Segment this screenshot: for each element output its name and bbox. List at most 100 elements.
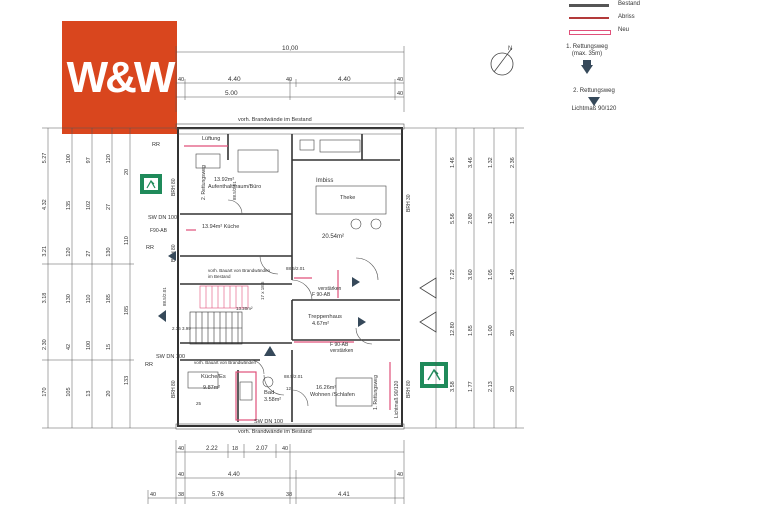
escape-route-2-label: 2. Rettungsweg xyxy=(201,165,207,200)
room-kitchen-dining-area: 9.87m² xyxy=(203,385,220,391)
dim-total-width: 10,00 xyxy=(282,45,299,52)
dimension-label: 27 xyxy=(106,204,112,210)
dim-bottom-a2: 2.07 xyxy=(256,446,268,452)
escape-route-2-legend: 2. Rettungsweg Lichtmaß 90/120 xyxy=(566,88,622,113)
dim-bottom-b1: 40 xyxy=(178,446,184,452)
dimension-label: 12.80 xyxy=(450,322,456,336)
dimension-label: 5.27 xyxy=(42,153,48,164)
emergency-exit-sign-icon xyxy=(140,174,162,194)
dimension-label: 97 xyxy=(86,157,92,163)
north-label: N xyxy=(508,46,512,52)
dim-top-1: 4.40 xyxy=(228,76,241,83)
room-stairwell-area: 4.67m² xyxy=(312,321,329,327)
legend: Bestand Abriss Neu 1. Rettungsweg (max. … xyxy=(566,0,766,120)
label-verstaerken-2: verstärken xyxy=(330,348,354,354)
counter-theke: Theke xyxy=(340,195,355,201)
dimension-label: 120 xyxy=(66,247,72,256)
room-living-area: 16.26m² xyxy=(316,385,336,391)
legend-label: Bestand xyxy=(618,1,641,7)
dim-bottom-b4: 40 xyxy=(397,472,403,478)
clear-width-label: Lichtmaß 90/120 xyxy=(394,381,400,418)
dim-top-e4: 40 xyxy=(397,91,403,97)
dimension-label: 1.00 xyxy=(488,325,494,336)
dimension-label: 4.32 xyxy=(42,199,48,210)
escape-route-1-note: (max. 35m) xyxy=(571,51,603,57)
label-brh-3: BRH 80 xyxy=(171,380,177,398)
dim-bottom-b6: 38 xyxy=(178,492,184,498)
label-f90-2: F 90-AB xyxy=(312,292,331,298)
dim-bottom-a5: 5.76 xyxy=(212,492,224,498)
label-f90-1: F90-AB xyxy=(150,228,168,234)
dimension-label: 2.36 xyxy=(510,157,516,168)
escape-arrows xyxy=(158,251,366,356)
label-sw-1: SW DN 100 xyxy=(148,215,177,221)
label-construction-3: vorh. Bauart von Brandwänden xyxy=(194,360,257,365)
dimension-label: 130 xyxy=(106,247,112,256)
dim-small-25: 25 xyxy=(196,401,202,406)
arrow-stem-icon xyxy=(583,60,591,65)
label-rr-2: RR xyxy=(146,245,154,251)
dim-bottom-b3: 40 xyxy=(178,472,184,478)
legend-label: Neu xyxy=(618,27,630,33)
dim-bottom-b8: 18 xyxy=(232,446,238,452)
firewall-top-label: vorh. Brandwände im Bestand xyxy=(238,117,312,123)
dimension-label: 20 xyxy=(106,391,112,397)
right-dimensions: 1.465.567.2212.803.583.462.803.601.851.7… xyxy=(450,157,516,392)
room-imbiss: Imbiss xyxy=(316,178,333,184)
dimension-label: 100 xyxy=(66,154,72,163)
room-kitchen-dining: Küche/Es xyxy=(201,374,226,380)
dimension-label: 3.21 xyxy=(42,246,48,257)
dim-bottom-a3: 4.40 xyxy=(228,472,240,478)
company-logo: W&W xyxy=(62,21,177,134)
dimension-label: 7.22 xyxy=(450,269,456,280)
room-lueftung: Lüftung xyxy=(202,136,220,142)
dimension-label: 102 xyxy=(86,201,92,210)
label-brh-5: BRH 80 xyxy=(406,380,412,398)
label-verstaerken-1: verstärken xyxy=(318,286,342,292)
dimension-label: 3.60 xyxy=(468,269,474,280)
dimension-label: 133 xyxy=(124,376,130,385)
escape-route-1-legend: 1. Rettungsweg (max. 35m) xyxy=(566,44,608,74)
label-sw-3: SW DN 100 xyxy=(254,419,283,425)
dimension-label: 5.56 xyxy=(450,213,456,224)
stair-area: 13.20m² xyxy=(236,306,253,311)
room-stairwell: Treppenhaus xyxy=(308,314,342,320)
legend-item-abriss: Abriss xyxy=(566,13,766,23)
label-construction-2: im Bestand xyxy=(208,274,231,279)
dim-bottom-a4: 4.41 xyxy=(338,492,350,498)
dimension-label: 2.80 xyxy=(468,213,474,224)
dimension-label: 2.30 xyxy=(42,339,48,350)
door-label-3: 88.5/2.01 xyxy=(232,181,237,200)
escape-route-1-label: 1. Rettungsweg xyxy=(373,375,379,410)
dimension-label: 3.58 xyxy=(450,381,456,392)
logo-text: W&W xyxy=(66,52,176,102)
dimension-label: 1.50 xyxy=(510,213,516,224)
label-sw-2: SW DN 100 xyxy=(156,354,185,360)
dimension-label: 3.46 xyxy=(468,157,474,168)
dimension-label: 20 xyxy=(510,330,516,336)
dimension-label: 27 xyxy=(86,251,92,257)
legend-swatch xyxy=(569,17,609,19)
dim-top-e2: 40 xyxy=(286,77,292,83)
dimension-label: 185 xyxy=(124,306,130,315)
dimension-label: 1.46 xyxy=(450,157,456,168)
dim-top-3: 5.00 xyxy=(225,90,238,97)
legend-item-bestand: Bestand xyxy=(566,0,766,10)
stair-steps: 17 x 18.5 xyxy=(260,281,265,300)
label-f90-3: F 90-AB xyxy=(330,342,349,348)
room-bath: Bad xyxy=(264,390,274,396)
room-office-name: Aufenthaltsraum/Büro xyxy=(208,184,261,190)
dimension-label: 110 xyxy=(86,295,92,304)
dim-top-e1: 40 xyxy=(178,77,184,83)
left-dimensions: 5.274.323.213.182.3017010013512013042105… xyxy=(42,153,130,397)
door-label-2: 88.5/2.01 xyxy=(284,374,303,379)
dimension-label: 185 xyxy=(106,294,112,303)
room-living-name: Wohnen /Schlafen xyxy=(310,392,355,398)
legend-label: Abriss xyxy=(618,14,635,20)
north-arrow-icon: N xyxy=(490,46,514,76)
dimension-label: 1.32 xyxy=(488,157,494,168)
dimension-label: 1.30 xyxy=(488,213,494,224)
staircase xyxy=(189,311,243,345)
dimension-label: 1.85 xyxy=(468,325,474,336)
